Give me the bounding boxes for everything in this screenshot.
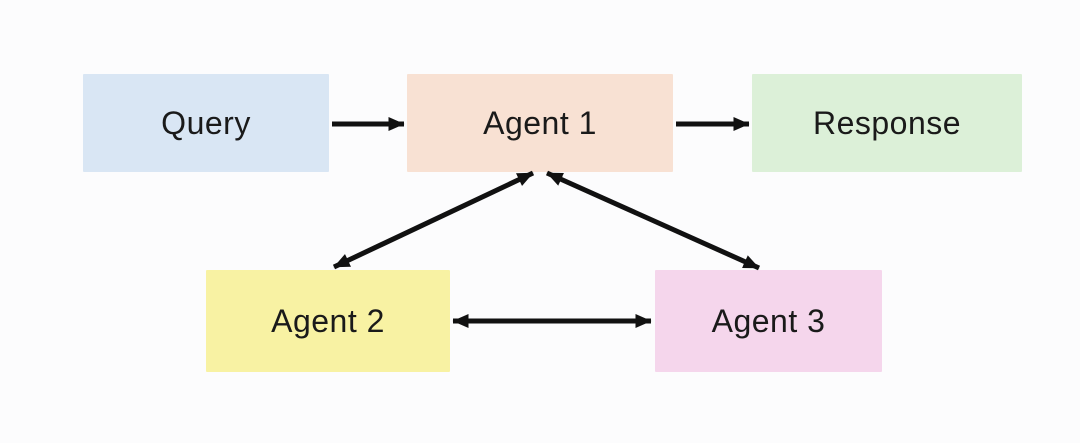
node-response: Response (752, 74, 1022, 172)
node-agent-3-label: Agent 3 (711, 302, 826, 339)
node-agent-2: Agent 2 (206, 270, 450, 372)
node-query-label: Query (161, 104, 251, 141)
node-agent-1: Agent 1 (407, 74, 673, 172)
edge-agent1-agent2 (332, 170, 535, 270)
node-query: Query (83, 74, 329, 172)
node-agent-1-label: Agent 1 (483, 104, 597, 141)
edge-agent1-agent3 (545, 170, 761, 271)
node-response-label: Response (812, 104, 962, 141)
node-agent-3: Agent 3 (655, 270, 882, 372)
node-agent-2-label: Agent 2 (271, 302, 385, 339)
